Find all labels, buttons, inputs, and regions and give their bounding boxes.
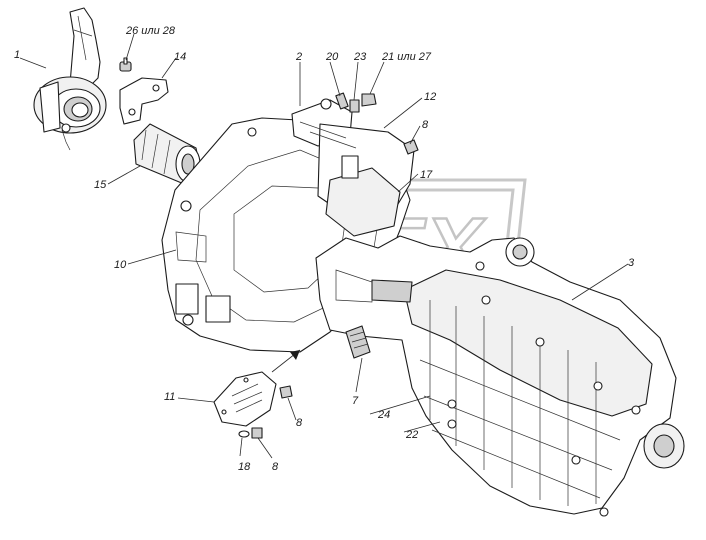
callout-8-cover: 8 xyxy=(296,417,303,429)
shift-mechanism-part xyxy=(291,98,415,237)
gearbox-body-part xyxy=(315,235,685,517)
callout-23: 23 xyxy=(353,51,367,63)
stud-part xyxy=(345,325,371,359)
callout-18: 18 xyxy=(238,461,251,473)
assembly-arrow xyxy=(271,349,301,373)
callout-17: 17 xyxy=(420,169,433,181)
callout-14: 14 xyxy=(174,51,186,63)
callout-26-or-28: 26 или 28 xyxy=(125,25,176,37)
callout-24: 24 xyxy=(377,409,390,421)
callout-12: 12 xyxy=(424,91,436,103)
callout-2: 2 xyxy=(295,51,302,63)
bolt-part xyxy=(403,139,419,155)
callout-11: 11 xyxy=(164,391,175,403)
callout-8-bottom: 8 xyxy=(272,461,279,473)
bolt-part xyxy=(119,57,132,72)
callout-21-or-27: 21 или 27 xyxy=(381,51,432,63)
bracket-part xyxy=(119,77,169,125)
washer-part xyxy=(238,430,250,438)
callout-20: 20 xyxy=(325,51,339,63)
callout-15: 15 xyxy=(94,179,107,191)
callout-10: 10 xyxy=(114,259,127,271)
callout-3: 3 xyxy=(628,257,635,269)
callout-22: 22 xyxy=(405,429,418,441)
callout-labels: 1 26 или 28 14 2 20 23 21 или 27 12 8 17… xyxy=(14,25,635,473)
bolt-part xyxy=(251,427,263,439)
leader-lines xyxy=(19,33,629,459)
callout-1: 1 xyxy=(14,49,20,61)
bolt-part xyxy=(279,385,293,399)
callout-8-top: 8 xyxy=(422,119,429,131)
callout-7: 7 xyxy=(352,395,359,407)
release-fork-part xyxy=(33,7,107,151)
rubber-boot-part xyxy=(133,123,201,185)
cover-plate-part xyxy=(213,371,277,427)
